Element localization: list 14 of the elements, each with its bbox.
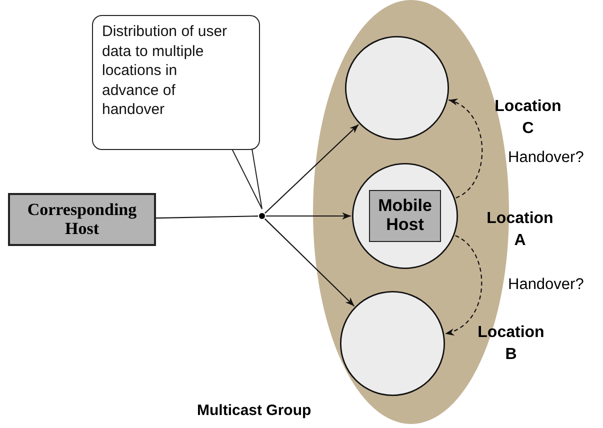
arrow xyxy=(444,235,482,334)
arrow xyxy=(264,218,355,306)
arrow xyxy=(264,124,359,214)
connector-line xyxy=(156,216,258,219)
location-label: Location A xyxy=(486,209,554,251)
callout-pointer xyxy=(232,148,262,210)
host-box: Mobile Host xyxy=(369,190,441,242)
callout-box: Distribution of user data to multiple locations in advance of handover xyxy=(92,15,260,150)
arrow xyxy=(266,212,351,220)
group-title: Multicast Group xyxy=(197,402,312,419)
location-label: Location C xyxy=(494,97,562,139)
arrow xyxy=(448,99,483,198)
host-box: Corresponding Host xyxy=(8,193,156,246)
location-label: Location B xyxy=(476,323,546,365)
